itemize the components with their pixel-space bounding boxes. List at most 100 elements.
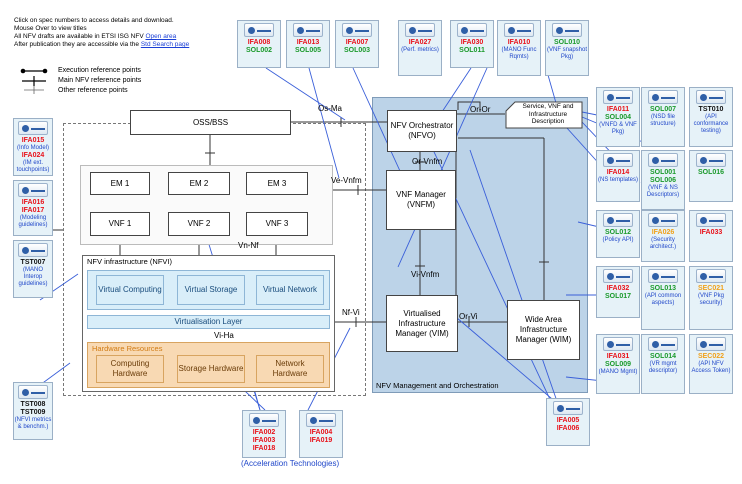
spec-number[interactable]: SOL013	[649, 285, 677, 292]
spec-s23[interactable]: IFA015(Info Model)IFA024(IM ext. touchpo…	[13, 118, 53, 176]
spec-number[interactable]: TST009	[20, 409, 46, 416]
spec-number[interactable]: IFA019	[309, 437, 333, 444]
spec-number[interactable]: SOL009	[604, 361, 632, 368]
etsi-logo-icon	[648, 269, 678, 283]
spec-number[interactable]: TST007	[20, 259, 46, 266]
spec-number[interactable]: SOL004	[604, 114, 632, 121]
spec-number[interactable]: SOL005	[294, 47, 322, 54]
vnf1-box: VNF 1	[90, 212, 150, 236]
etsi-logo-icon	[696, 269, 726, 283]
spec-number[interactable]: SOL016	[697, 169, 725, 176]
spec-title: (VNF snapshot Pkg)	[546, 47, 588, 60]
spec-s21[interactable]: SOL014(VR mgmt descriptor)	[641, 334, 685, 394]
spec-s16[interactable]: IFA033	[689, 210, 733, 262]
spec-number[interactable]: IFA005	[556, 417, 580, 424]
etsi-logo-icon	[696, 153, 726, 167]
spec-title: (NSD file structure)	[650, 114, 676, 127]
spec-s11[interactable]: IFA014(NS templates)	[596, 150, 640, 202]
spec-number[interactable]: IFA032	[606, 285, 630, 292]
oss-bss-box: OSS/BSS	[130, 110, 291, 135]
spec-number[interactable]: SOL003	[343, 47, 371, 54]
spec-number[interactable]: SOL011	[459, 47, 485, 54]
spec-s14[interactable]: SOL012(Policy API)	[596, 210, 640, 258]
spec-s15[interactable]: IFA026(Security architect.)	[641, 210, 685, 262]
etsi-logo-icon	[648, 213, 678, 227]
spec-number[interactable]: SOL007	[649, 106, 677, 113]
spec-number[interactable]: IFA014	[606, 169, 630, 176]
spec-number[interactable]: IFA010	[507, 39, 531, 46]
spec-title: (NFVI metrics & benchm.)	[14, 417, 52, 430]
spec-number[interactable]: IFA006	[556, 425, 580, 432]
spec-number[interactable]: TST010	[698, 106, 724, 113]
spec-s18[interactable]: SOL013(API common aspects)	[641, 266, 685, 330]
spec-s10[interactable]: TST010(API conformance testing)	[689, 87, 733, 147]
mano-title: NFV Management and Orchestration	[376, 381, 499, 390]
spec-s22[interactable]: SEC022(API NFV Access Token)	[689, 334, 733, 394]
etsi-logo-icon	[553, 401, 583, 415]
spec-number[interactable]: IFA024	[21, 152, 45, 159]
spec-number[interactable]: SOL002	[245, 47, 273, 54]
info-line: After publication they are accessible vi…	[14, 41, 190, 48]
vnf3-box: VNF 3	[246, 212, 308, 236]
spec-number[interactable]: IFA016	[21, 199, 45, 206]
spec-number[interactable]: IFA015	[21, 137, 45, 144]
spec-number[interactable]: SOL012	[604, 229, 632, 236]
spec-s4[interactable]: IFA027(Perf. metrics)	[398, 20, 442, 76]
spec-number[interactable]: IFA008	[247, 39, 271, 46]
spec-number[interactable]: IFA013	[296, 39, 320, 46]
spec-number[interactable]: IFA031	[606, 353, 630, 360]
spec-number[interactable]: IFA002	[252, 429, 276, 436]
os-ma-label: Os-Ma	[318, 104, 342, 113]
spec-number[interactable]: SEC022	[697, 353, 725, 360]
spec-number[interactable]: IFA007	[345, 39, 369, 46]
spec-number[interactable]: IFA004	[309, 429, 333, 436]
spec-number[interactable]: IFA011	[606, 106, 630, 113]
spec-s6[interactable]: IFA010(MANO Func Rqmts)	[497, 20, 541, 76]
service-description-shape	[505, 101, 583, 129]
spec-number[interactable]: IFA018	[252, 445, 276, 452]
spec-title: (MANO Mgmt)	[598, 369, 638, 375]
spec-number[interactable]: IFA027	[408, 39, 432, 46]
spec-number[interactable]: IFA017	[21, 207, 45, 214]
spec-s7[interactable]: SOL010(VNF snapshot Pkg)	[545, 20, 589, 76]
vim-box: Virtualised Infrastructure Manager (VIM)	[386, 295, 458, 352]
spec-number[interactable]: IFA026	[651, 229, 675, 236]
info-line: Mouse Over to view titles	[14, 25, 87, 32]
spec-s25[interactable]: TST007(MANO Interop guidelines)	[13, 240, 53, 298]
etsi-logo-icon	[648, 153, 678, 167]
storage-hardware-box: Storage Hardware	[177, 355, 245, 383]
spec-s9[interactable]: SOL007(NSD file structure)	[641, 87, 685, 147]
spec-number[interactable]: SOL010	[553, 39, 581, 46]
spec-number[interactable]: SOL017	[604, 293, 632, 300]
spec-s13[interactable]: SOL016	[689, 150, 733, 202]
hardware-title: Hardware Resources	[92, 344, 163, 353]
spec-number[interactable]: SEC021	[697, 285, 725, 292]
spec-number[interactable]: IFA033	[699, 229, 723, 236]
virtual-network-box: Virtual Network	[256, 275, 324, 305]
open-area-link[interactable]: Open area	[145, 33, 177, 40]
spec-title: (MANO Func Rqmts)	[501, 47, 537, 60]
spec-number[interactable]: IFA003	[252, 437, 276, 444]
spec-number[interactable]: IFA030	[460, 39, 484, 46]
spec-s19[interactable]: SEC021(VNF Pkg security)	[689, 266, 733, 330]
spec-number[interactable]: SOL014	[649, 353, 677, 360]
etsi-logo-icon	[648, 90, 678, 104]
spec-number[interactable]: SOL006	[649, 177, 677, 184]
legend-icons	[20, 68, 48, 94]
spec-number[interactable]: SOL001	[649, 169, 677, 176]
std-search-link[interactable]: Std Search page	[140, 41, 190, 48]
spec-number[interactable]: TST008	[20, 401, 46, 408]
